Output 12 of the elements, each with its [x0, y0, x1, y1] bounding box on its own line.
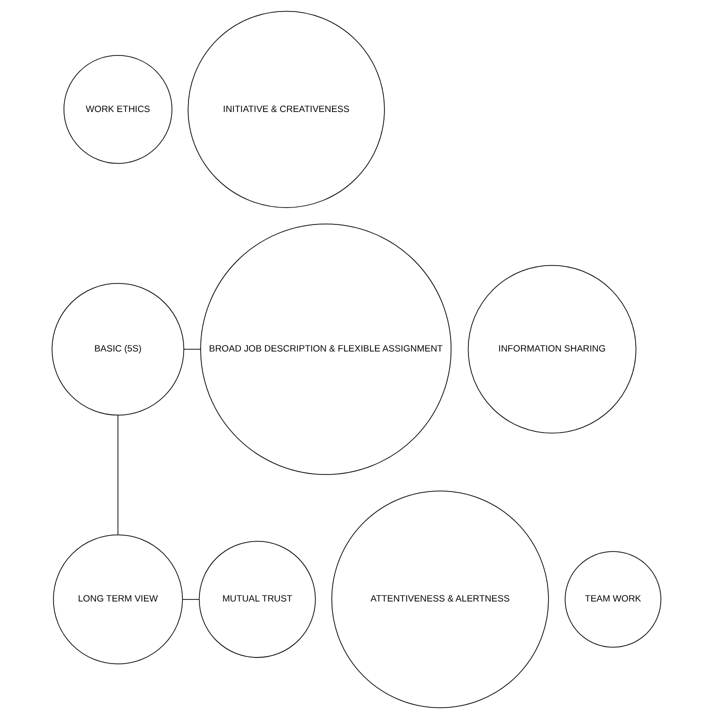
node-circle: WORK ETHICS	[63, 55, 172, 164]
node-circle: ATTENTIVENESS & ALERTNESS	[330, 490, 548, 708]
node-circle: INFORMATION SHARING	[467, 265, 636, 434]
connector	[117, 414, 118, 535]
connector	[182, 598, 199, 600]
node-circle: BASIC (5S)	[51, 283, 184, 416]
node-circle: TEAM WORK	[564, 551, 661, 648]
node-circle: BROAD JOB DESCRIPTION & FLEXIBLE ASSIGNMENT	[200, 224, 451, 475]
node-circle: LONG TERM VIEW	[52, 534, 182, 664]
connector	[183, 348, 200, 350]
node-circle: INITIATIVE & CREATIVENESS	[187, 10, 384, 208]
node-circle: MUTUAL TRUST	[198, 540, 316, 658]
